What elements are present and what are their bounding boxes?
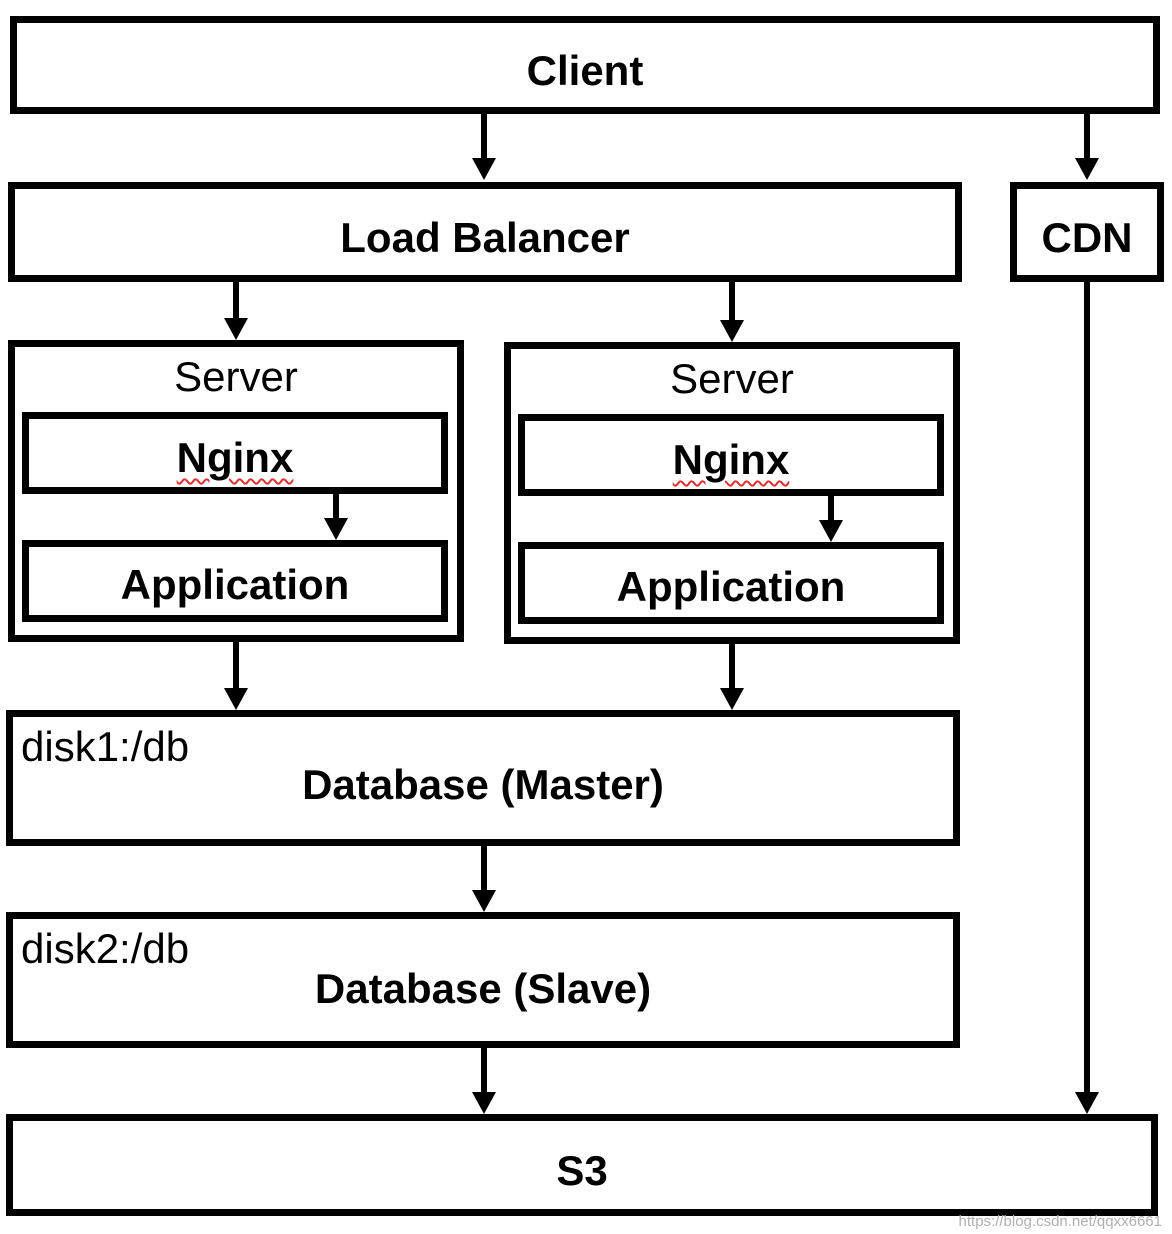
load-balancer-label: Load Balancer: [340, 214, 630, 261]
disk1-label: disk1:/db: [21, 723, 190, 770]
cdn-box: CDN: [1010, 182, 1164, 282]
arrow-database-master-to-slave: [472, 846, 496, 912]
cdn-label: CDN: [1041, 214, 1133, 261]
client-label: Client: [526, 47, 644, 94]
nginx-box-2: Nginx: [518, 414, 944, 496]
application-box-1: Application: [22, 540, 448, 622]
application-label-1: Application: [120, 561, 350, 608]
s3-box: S3: [6, 1114, 1158, 1216]
arrow-server-2-to-database-master: [720, 644, 744, 710]
arrow-server-1-to-database-master: [224, 642, 248, 710]
server-title-1: Server: [174, 353, 298, 400]
watermark: https://blog.csdn.net/qqxx6661: [958, 1213, 1162, 1230]
arrow-nginx-to-application-1: [324, 494, 348, 540]
client-box: Client: [10, 16, 1160, 114]
arrow-client-to-load-balancer: [472, 114, 496, 180]
nginx-box-1: Nginx: [22, 412, 448, 494]
arrow-nginx-to-application-2: [819, 496, 843, 542]
database-slave-box: disk2:/db Database (Slave): [6, 912, 960, 1048]
arrow-database-slave-to-s3: [472, 1048, 496, 1114]
nginx-label-2: Nginx: [672, 436, 790, 483]
nginx-label-1: Nginx: [176, 434, 294, 481]
database-slave-label: Database (Slave): [314, 965, 652, 1012]
application-box-2: Application: [518, 542, 944, 624]
application-label-2: Application: [616, 563, 846, 610]
s3-label: S3: [556, 1147, 608, 1194]
arrow-client-to-cdn: [1075, 114, 1099, 180]
disk2-label: disk2:/db: [21, 925, 190, 972]
load-balancer-box: Load Balancer: [8, 182, 962, 282]
arrow-cdn-to-s3: [1075, 282, 1099, 1114]
arrow-load-balancer-to-server-2: [720, 282, 744, 342]
database-master-label: Database (Master): [302, 761, 664, 808]
arrow-load-balancer-to-server-1: [224, 282, 248, 340]
server-title-2: Server: [670, 355, 794, 402]
database-master-box: disk1:/db Database (Master): [6, 710, 960, 846]
